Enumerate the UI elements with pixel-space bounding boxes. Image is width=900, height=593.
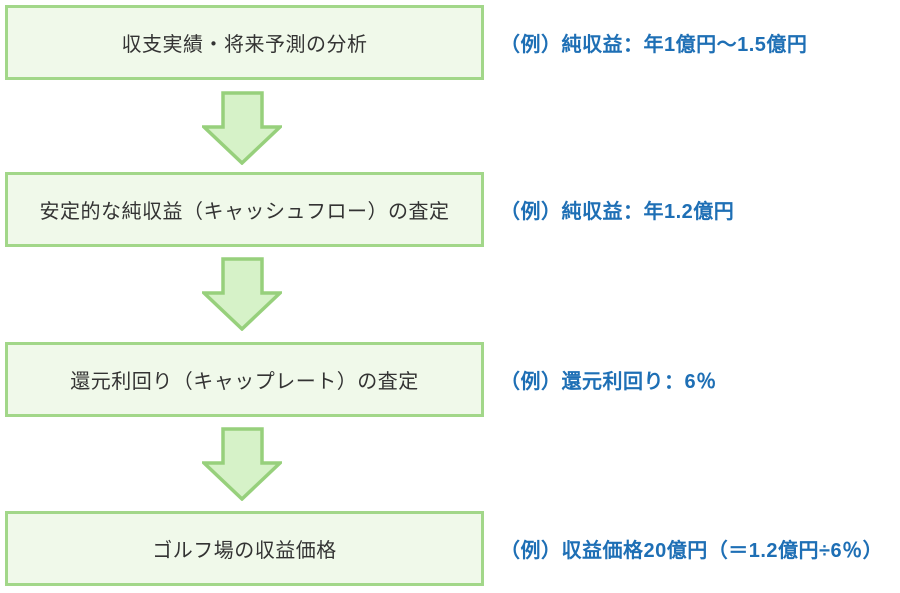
flow-box-cap-rate-label: 還元利回り（キャップレート）の査定 — [70, 371, 419, 393]
flow-box-cap-rate: 還元利回り（キャップレート）の査定 — [5, 342, 484, 417]
flow-annotation-net-income-range-label: （例）純収益：年1億円～1.5億円 — [500, 34, 808, 56]
flow-annotation-net-income-range: （例）純収益：年1億円～1.5億円 — [500, 5, 898, 80]
flow-annotation-cap-rate-label: （例）還元利回り：6％ — [500, 371, 717, 393]
flow-box-income-price-label: ゴルフ場の収益価格 — [152, 540, 337, 562]
flow-annotation-net-income-label: （例）純収益：年1.2億円 — [500, 201, 735, 223]
flow-annotation-income-price: （例）収益価格20億円（＝1.2億円÷6％） — [500, 511, 898, 586]
flow-box-analysis-label: 収支実績・将来予測の分析 — [121, 34, 368, 56]
down-arrow-icon — [202, 257, 282, 331]
down-arrow-icon — [202, 91, 282, 165]
flow-box-income-price: ゴルフ場の収益価格 — [5, 511, 484, 586]
flow-box-stable-net-income: 安定的な純収益（キャッシュフロー）の査定 — [5, 172, 484, 247]
down-arrow-icon — [202, 427, 282, 501]
flow-annotation-net-income: （例）純収益：年1.2億円 — [500, 172, 898, 247]
flow-box-stable-net-income-label: 安定的な純収益（キャッシュフロー）の査定 — [39, 201, 450, 223]
flow-annotation-cap-rate: （例）還元利回り：6％ — [500, 342, 898, 417]
flow-annotation-income-price-label: （例）収益価格20億円（＝1.2億円÷6％） — [500, 540, 884, 562]
flow-box-analysis: 収支実績・将来予測の分析 — [5, 5, 484, 80]
